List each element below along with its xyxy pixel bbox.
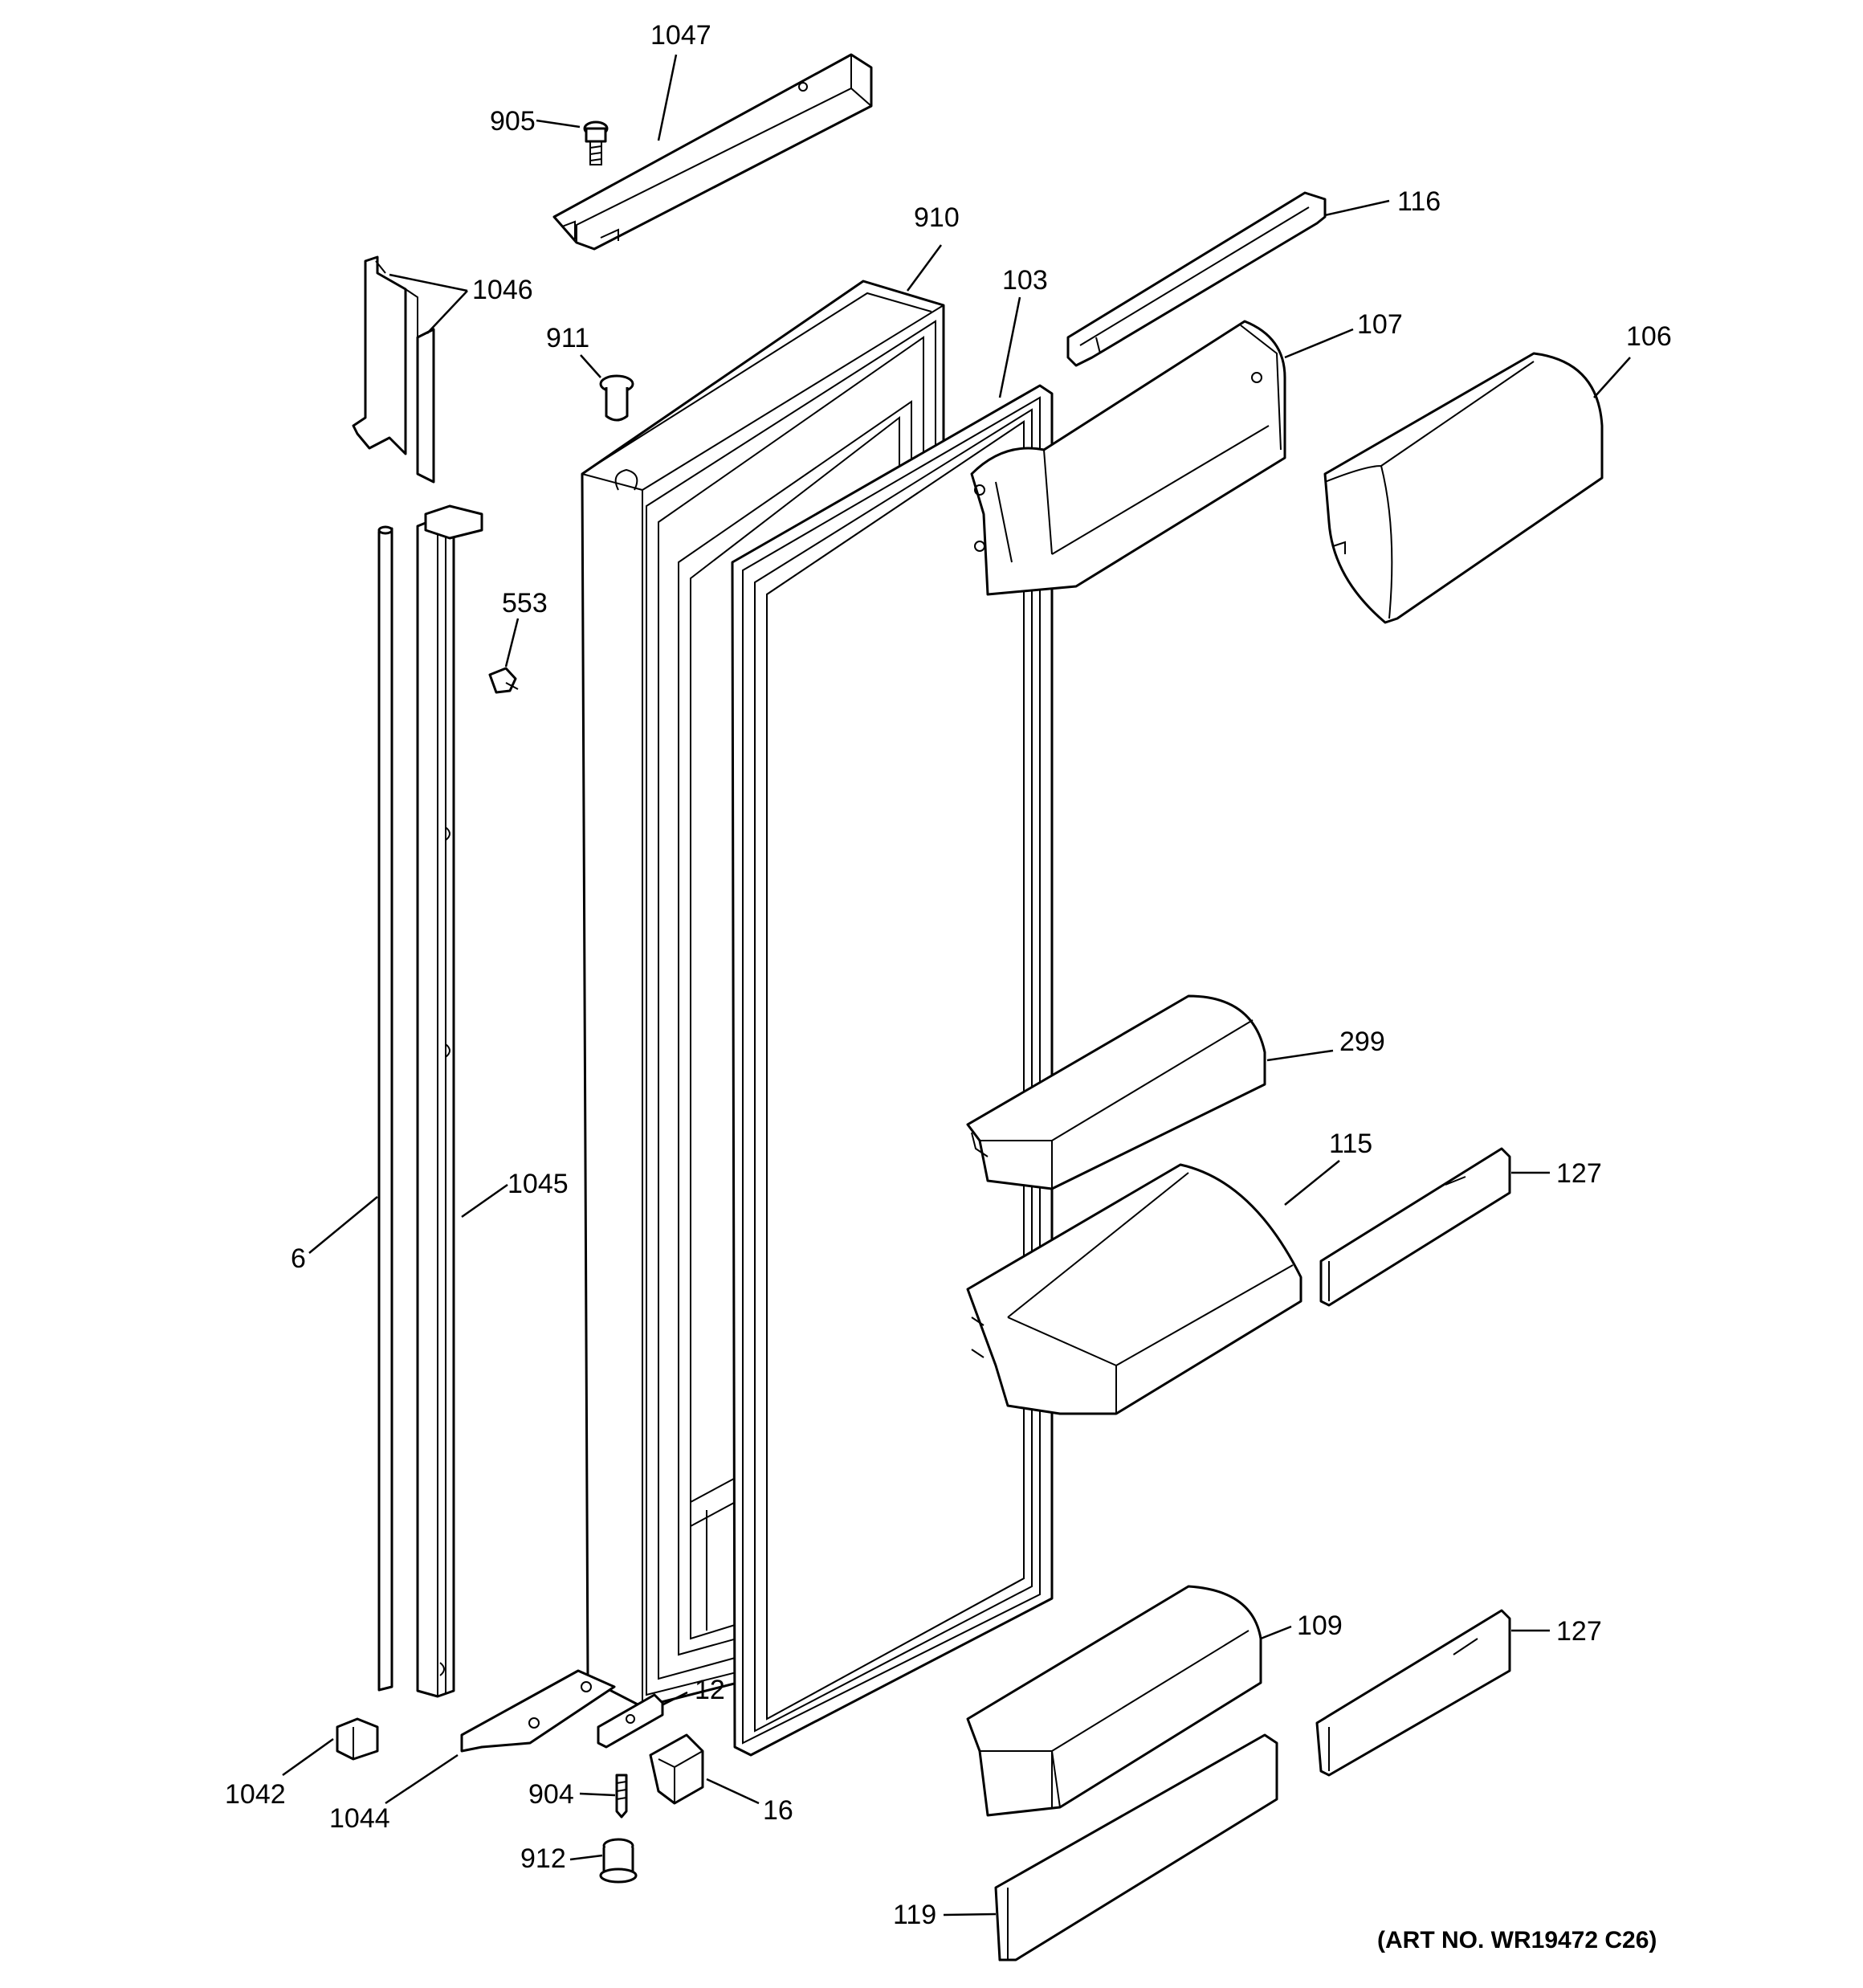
bottom-bracket-part — [460, 1669, 616, 1753]
callout-1047: 1047 — [650, 20, 711, 51]
bin-front-panel-lower-part — [1315, 1609, 1511, 1777]
callout-116: 116 — [1397, 186, 1441, 217]
leader-lines — [282, 54, 1631, 1917]
callout-119: 119 — [893, 1900, 936, 1930]
door-bin-middle-part — [966, 994, 1266, 1190]
dairy-cover-part — [1323, 352, 1604, 624]
callout-107: 107 — [1357, 309, 1403, 340]
seal-strip-top-part — [352, 255, 435, 484]
callout-1044: 1044 — [329, 1803, 390, 1834]
clip-part — [336, 1717, 379, 1761]
callout-904: 904 — [528, 1779, 574, 1810]
hinge-plate-part — [597, 1693, 664, 1749]
callout-1045: 1045 — [508, 1169, 569, 1199]
bin-front-panel-upper-part — [1319, 1147, 1511, 1307]
callout-910: 910 — [914, 202, 960, 233]
hinge-cover-part — [552, 53, 873, 251]
gasket-part — [731, 384, 1054, 1757]
callout-6: 6 — [291, 1243, 306, 1274]
callout-103: 103 — [1002, 265, 1048, 296]
bolt-part — [583, 120, 609, 165]
callout-553: 553 — [502, 588, 548, 618]
callout-labels: 1047 905 910 116 103 1046 911 107 106 55… — [225, 20, 1672, 1930]
channel-part — [416, 504, 483, 1698]
callout-106: 106 — [1626, 321, 1672, 352]
door-bin-top-part — [970, 320, 1286, 596]
plug-part — [599, 374, 634, 422]
callout-911: 911 — [546, 323, 589, 353]
callout-299: 299 — [1339, 1027, 1385, 1057]
art-number: (ART NO. WR19472 C26) — [1377, 1927, 1657, 1953]
bushing-part — [599, 1838, 638, 1884]
rod-part — [377, 525, 393, 1692]
callout-127-lower: 127 — [1556, 1616, 1602, 1647]
callout-16: 16 — [763, 1795, 793, 1826]
door-bin-large-part — [966, 1163, 1302, 1415]
screw-part — [488, 667, 519, 694]
callout-127-upper: 127 — [1556, 1158, 1602, 1189]
hinge-bracket-part — [649, 1733, 704, 1805]
callout-109: 109 — [1297, 1610, 1343, 1641]
bin-front-bottom-part — [994, 1733, 1278, 1961]
door-bin-bottom-part — [966, 1585, 1262, 1817]
callout-912: 912 — [520, 1843, 566, 1874]
shelf-rail-part — [1066, 191, 1327, 367]
callout-12: 12 — [695, 1675, 725, 1705]
screw-904-part — [615, 1774, 628, 1819]
callout-905: 905 — [490, 106, 536, 137]
callout-1042: 1042 — [225, 1779, 286, 1810]
callout-1046: 1046 — [472, 275, 533, 305]
callout-115: 115 — [1329, 1129, 1372, 1159]
